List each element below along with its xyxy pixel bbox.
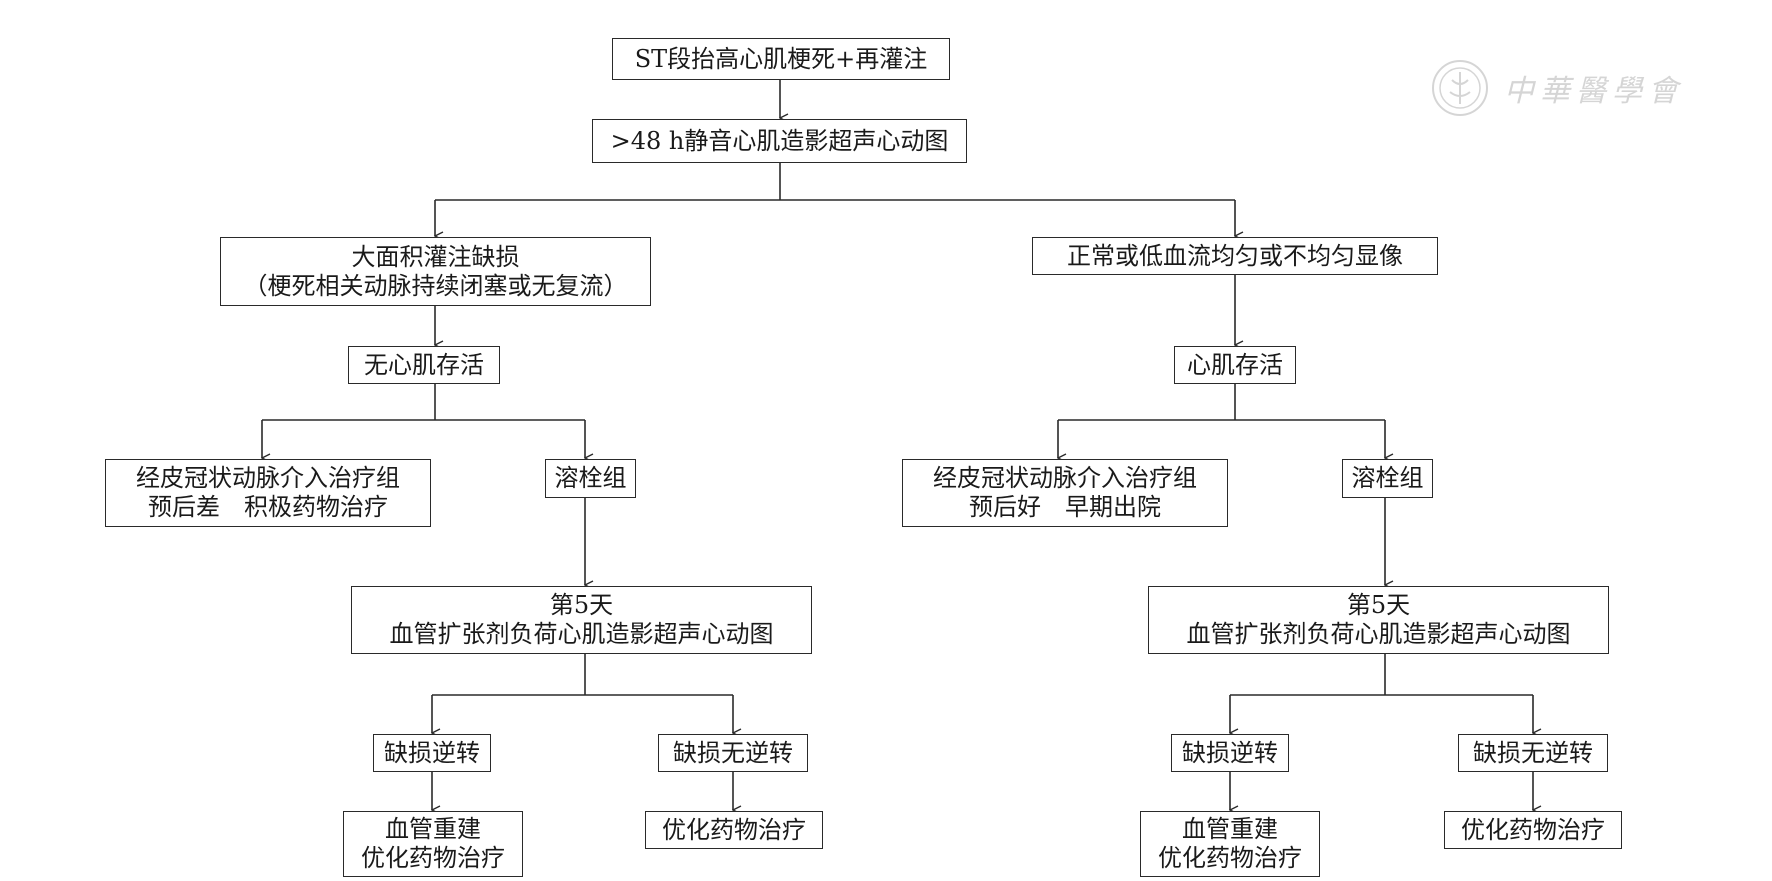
- imaging-label: >48 h静音心肌造影超声心动图: [610, 126, 949, 155]
- right-revasc-line-1: 血管重建: [1182, 815, 1278, 843]
- left-revasc-node: 血管重建 优化药物治疗: [343, 811, 523, 877]
- right-pci-line-2: 预后好 早期出院: [969, 493, 1161, 521]
- right-pci-node: 经皮冠状动脉介入治疗组 预后好 早期出院: [902, 459, 1228, 527]
- right-revasc-line-2: 优化药物治疗: [1158, 844, 1302, 872]
- left-reversible-node: 缺损逆转: [373, 734, 491, 772]
- left-reversible-label: 缺损逆转: [384, 738, 480, 767]
- right-pci-line-1: 经皮冠状动脉介入治疗组: [933, 464, 1197, 492]
- left-viability-node: 无心肌存活: [348, 346, 500, 384]
- left-irreversible-node: 缺损无逆转: [658, 734, 808, 772]
- right-viability-node: 心肌存活: [1174, 346, 1296, 384]
- left-day5-line-2: 血管扩张剂负荷心肌造影超声心动图: [389, 620, 774, 648]
- left-medical-label: 优化药物治疗: [662, 815, 806, 844]
- right-day5-node: 第5天 血管扩张剂负荷心肌造影超声心动图: [1148, 586, 1609, 654]
- right-irreversible-label: 缺损无逆转: [1473, 738, 1593, 767]
- left-day5-node: 第5天 血管扩张剂负荷心肌造影超声心动图: [351, 586, 812, 654]
- watermark: 中華醫學會: [1430, 58, 1684, 118]
- left-day5-line-1: 第5天: [549, 591, 614, 619]
- left-finding-line-2: （梗死相关动脉持续闭塞或无复流）: [243, 271, 628, 300]
- right-thrombolysis-label: 溶栓组: [1351, 464, 1424, 492]
- root-label: ST段抬高心肌梗死+再灌注: [634, 44, 928, 73]
- left-finding-line-1: 大面积灌注缺损: [351, 242, 520, 271]
- right-finding-node: 正常或低血流均匀或不均匀显像: [1032, 237, 1438, 275]
- right-medical-node: 优化药物治疗: [1444, 811, 1622, 849]
- left-thrombolysis-node: 溶栓组: [545, 459, 636, 498]
- right-thrombolysis-node: 溶栓组: [1342, 459, 1433, 498]
- left-medical-node: 优化药物治疗: [645, 811, 823, 849]
- right-reversible-label: 缺损逆转: [1182, 738, 1278, 767]
- society-seal-icon: [1432, 60, 1488, 116]
- imaging-node: >48 h静音心肌造影超声心动图: [592, 119, 967, 163]
- left-thrombolysis-label: 溶栓组: [554, 464, 627, 492]
- right-medical-label: 优化药物治疗: [1461, 815, 1605, 844]
- right-irreversible-node: 缺损无逆转: [1458, 734, 1608, 772]
- right-day5-line-2: 血管扩张剂负荷心肌造影超声心动图: [1186, 620, 1571, 648]
- left-pci-line-1: 经皮冠状动脉介入治疗组: [136, 464, 400, 492]
- watermark-text: 中華醫學會: [1504, 74, 1684, 109]
- right-finding-label: 正常或低血流均匀或不均匀显像: [1067, 241, 1403, 270]
- right-reversible-node: 缺损逆转: [1171, 734, 1289, 772]
- left-revasc-line-1: 血管重建: [385, 815, 481, 843]
- left-pci-line-2: 预后差 积极药物治疗: [148, 493, 388, 521]
- right-revasc-node: 血管重建 优化药物治疗: [1140, 811, 1320, 877]
- right-day5-line-1: 第5天: [1346, 591, 1411, 619]
- right-viability-label: 心肌存活: [1187, 350, 1283, 379]
- left-pci-node: 经皮冠状动脉介入治疗组 预后差 积极药物治疗: [105, 459, 431, 527]
- left-finding-node: 大面积灌注缺损 （梗死相关动脉持续闭塞或无复流）: [220, 237, 651, 306]
- left-viability-label: 无心肌存活: [364, 350, 484, 379]
- root-node: ST段抬高心肌梗死+再灌注: [612, 38, 950, 80]
- left-revasc-line-2: 优化药物治疗: [361, 844, 505, 872]
- left-irreversible-label: 缺损无逆转: [673, 738, 793, 767]
